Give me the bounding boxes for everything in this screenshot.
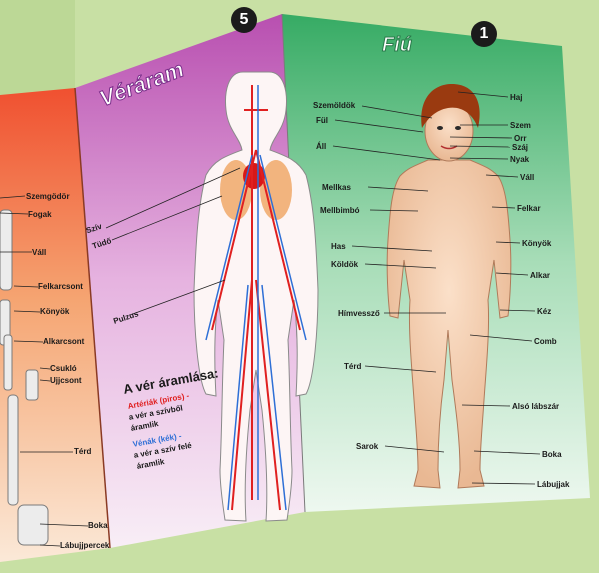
boy-label-right: Orr — [514, 134, 526, 143]
boy-label-right: Lábujjak — [537, 480, 569, 489]
boy-label-right: Alkar — [530, 271, 550, 280]
boy-label-left: Szemöldök — [313, 101, 355, 110]
boy-label-left: Sarok — [356, 442, 378, 451]
boy-label-left: Térd — [344, 362, 361, 371]
boy-label-left: Has — [331, 242, 346, 251]
skeleton-label: Felkarcsont — [38, 282, 83, 291]
boy-label-left: Mellkas — [322, 183, 351, 192]
skeleton-label: Boka — [88, 521, 108, 530]
boy-label-left: Áll — [316, 142, 326, 151]
boy-panel-title: Fiú — [382, 34, 412, 57]
boy-label-right: Szem — [510, 121, 531, 130]
skeleton-label: Alkarcsont — [43, 337, 84, 346]
skeleton-label: Térd — [74, 447, 91, 456]
skeleton-label: Ujjcsont — [50, 376, 82, 385]
background-corner — [0, 0, 75, 95]
boy-label-right: Kéz — [537, 307, 551, 316]
boy-label-right: Nyak — [510, 155, 529, 164]
boy-label-right: Felkar — [517, 204, 541, 213]
boy-label-left: Mellbimbó — [320, 206, 360, 215]
boy-label-left: Hímvessző — [338, 309, 380, 318]
skeleton-label: Csukló — [50, 364, 77, 373]
boy-label-right: Boka — [542, 450, 562, 459]
boy-label-right: Haj — [510, 93, 522, 102]
boy-label-right: Alsó lábszár — [512, 402, 559, 411]
boy-label-right: Váll — [520, 173, 534, 182]
skeleton-label: Fogak — [28, 210, 52, 219]
skeleton-label: Szemgödör — [26, 192, 70, 201]
boy-label-left: Köldök — [331, 260, 358, 269]
boy-label-left: Fül — [316, 116, 328, 125]
boy-label-right: Száj — [512, 143, 528, 152]
skeleton-label: Váll — [32, 248, 46, 257]
skeleton-label: Lábujjpercek — [60, 541, 109, 550]
boy-label-right: Könyök — [522, 239, 551, 248]
boy-label-right: Comb — [534, 337, 557, 346]
panel-number-badge-blood: 5 — [231, 7, 257, 33]
skeleton-label: Könyök — [40, 307, 69, 316]
panel-number-badge-boy: 1 — [471, 21, 497, 47]
